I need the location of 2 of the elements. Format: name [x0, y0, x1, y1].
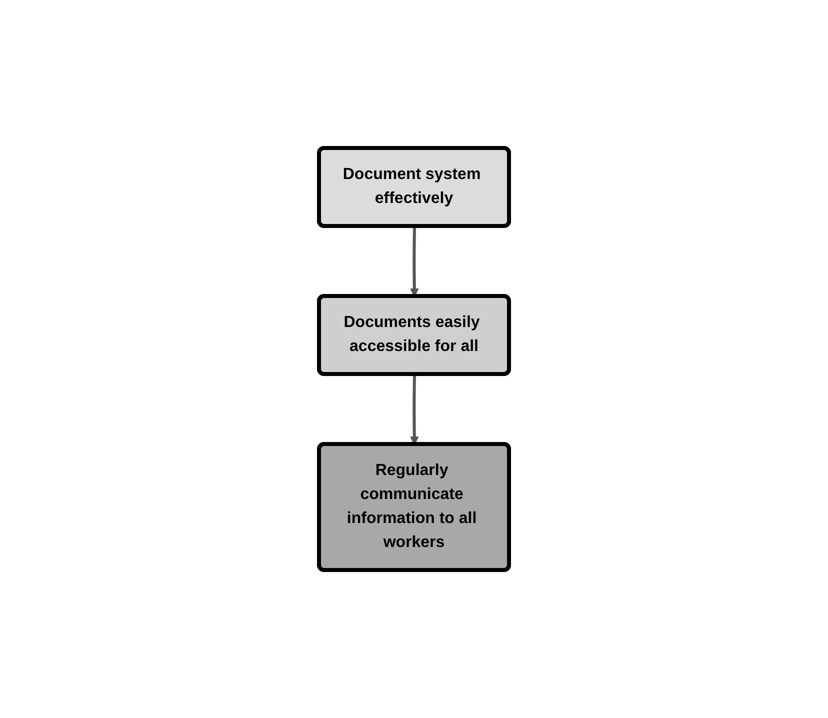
- arrow: [410, 226, 419, 297]
- arrow: [410, 374, 419, 445]
